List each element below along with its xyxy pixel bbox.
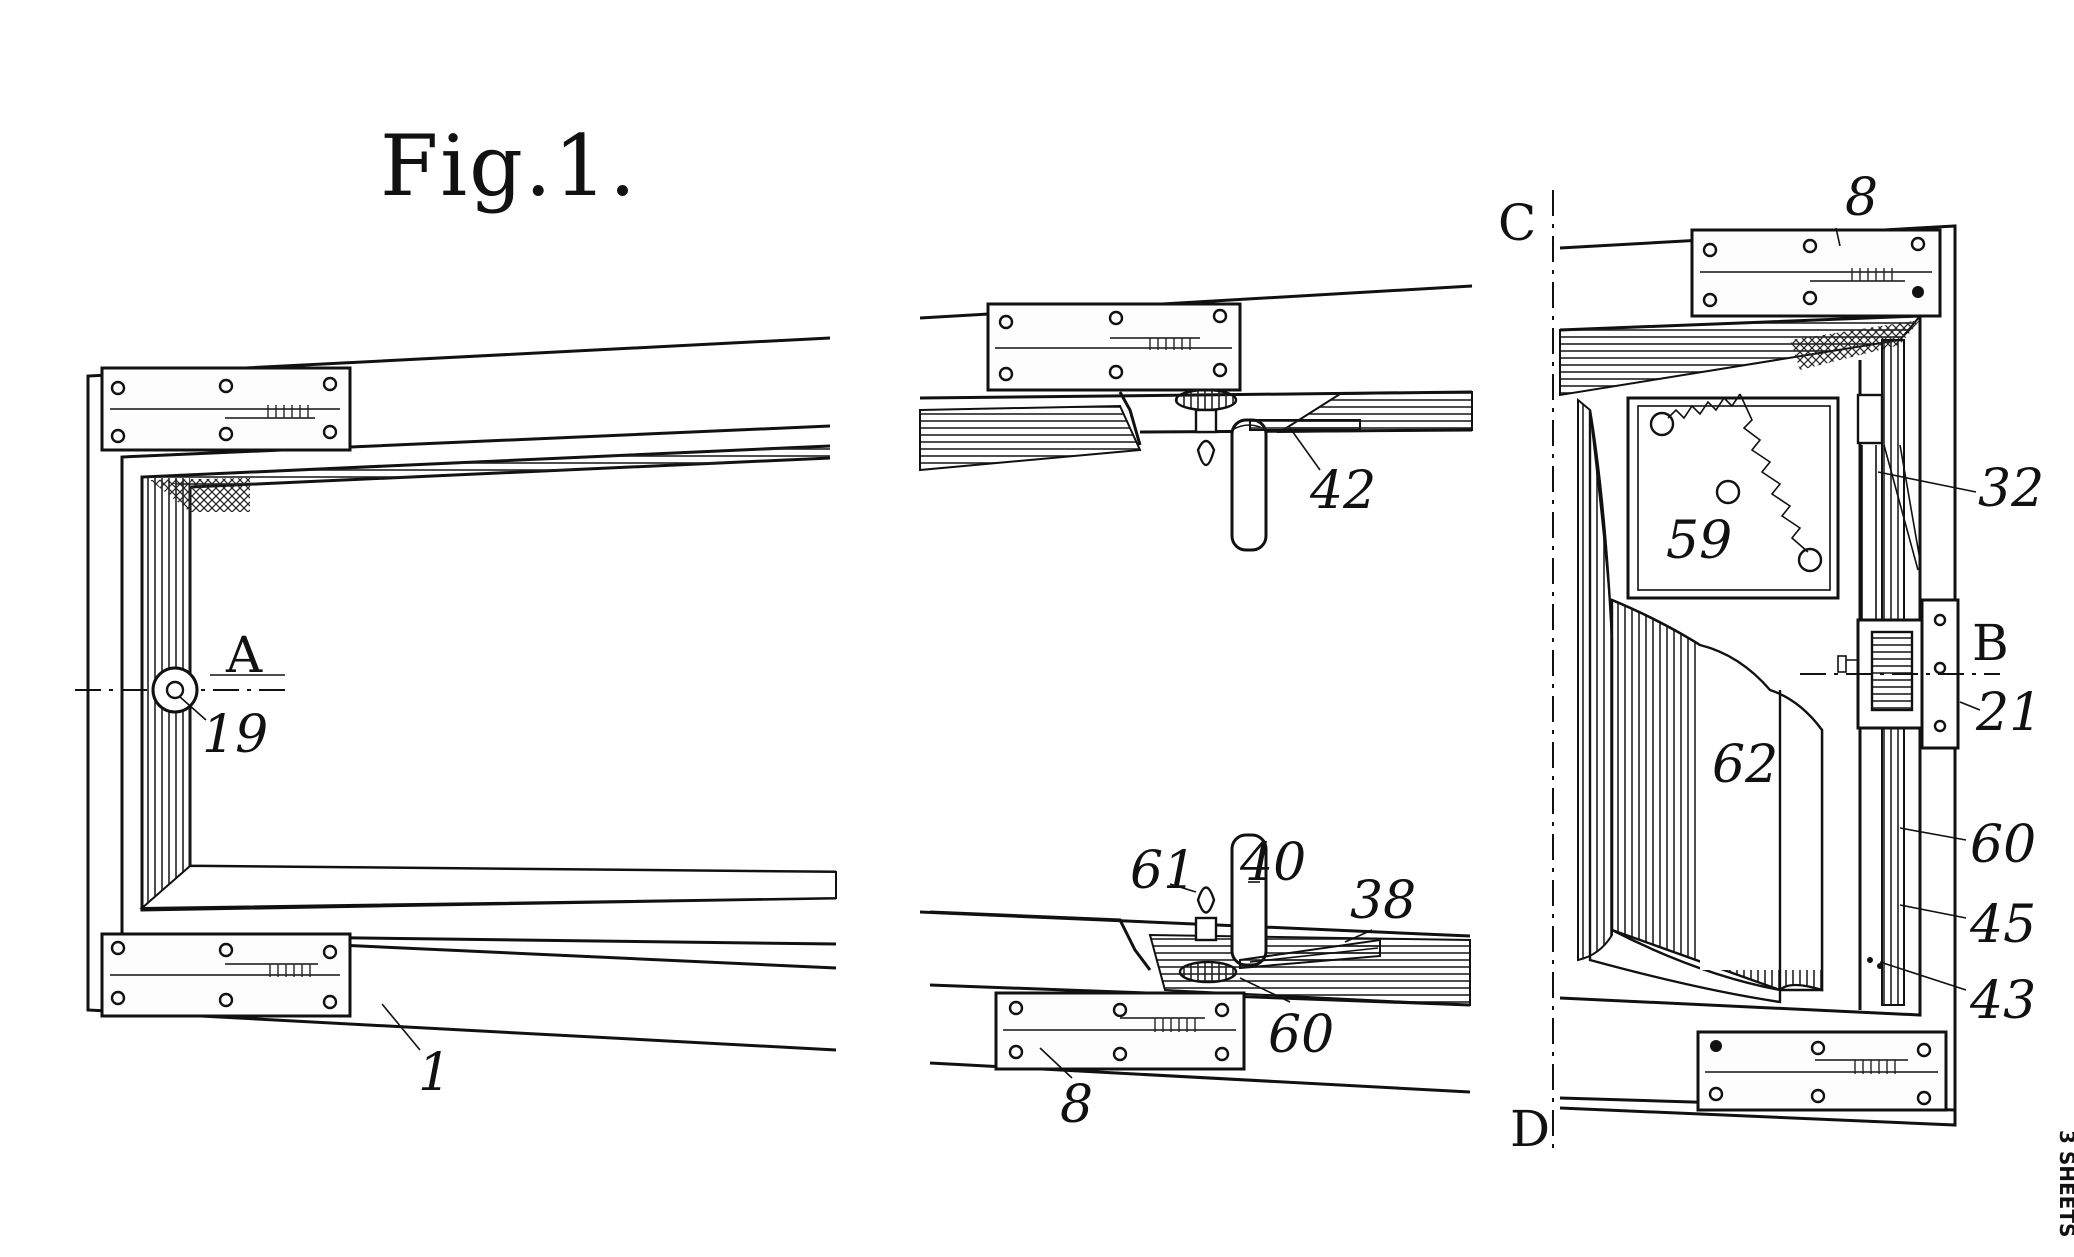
ref-62: 62 (1712, 735, 1778, 795)
figure-title: Fig.1. (380, 117, 638, 215)
ref-38: 38 (1350, 871, 1416, 931)
hinge-plate-top-left (100, 366, 352, 452)
cord-32: 32 (1856, 393, 2044, 620)
ref-1: 1 (418, 1043, 451, 1103)
hinge-plate-top-middle (986, 302, 1242, 392)
spring-plate-59: 59 (1626, 393, 1840, 600)
corner-crosshatch (150, 478, 250, 512)
section-marker-a: A (225, 626, 263, 684)
ref-59: 59 (1666, 511, 1732, 571)
curtain-panel-62: 62 (1577, 397, 1824, 1004)
ref-21: 21 (1975, 683, 2042, 743)
middle-break-section: 42 61 40 38 (919, 284, 1473, 1135)
ref-45: 45 (1969, 895, 2036, 955)
section-marker-b: B (1972, 614, 2009, 672)
ref-60-right: 60 (1970, 815, 2036, 875)
ref-42: 42 (1309, 461, 1376, 521)
ref-19: 19 (202, 705, 268, 765)
section-marker-d: D (1510, 1100, 1550, 1158)
right-frame-section: C D 8 (1498, 168, 2044, 1158)
margin-note: 3 SHEETS (2055, 1130, 2074, 1237)
lock-21: B 21 (1800, 598, 2042, 750)
ref-43: 43 (1969, 971, 2036, 1031)
ref-8-bottom: 8 (1060, 1075, 1093, 1135)
hinge-plate-bottom-left (100, 932, 352, 1018)
ref-60-middle: 60 (1268, 1005, 1334, 1065)
hinge-plate-top-right (1690, 228, 1942, 318)
ref-61: 61 (1130, 841, 1196, 901)
section-marker-c: C (1498, 194, 1536, 252)
ref-8-top: 8 (1845, 168, 1878, 228)
ref-32: 32 (1978, 459, 2044, 519)
ref-40: 40 (1239, 833, 1306, 893)
top-moulding-hatch (142, 446, 830, 487)
left-frame-section: A 19 1 (75, 336, 837, 1103)
latch-42: 42 (1174, 388, 1376, 552)
hinge-plate-bottom-right (1696, 1030, 1948, 1112)
hinge-plate-bottom-middle (994, 991, 1246, 1071)
latch-38-40 (1178, 833, 1381, 1003)
